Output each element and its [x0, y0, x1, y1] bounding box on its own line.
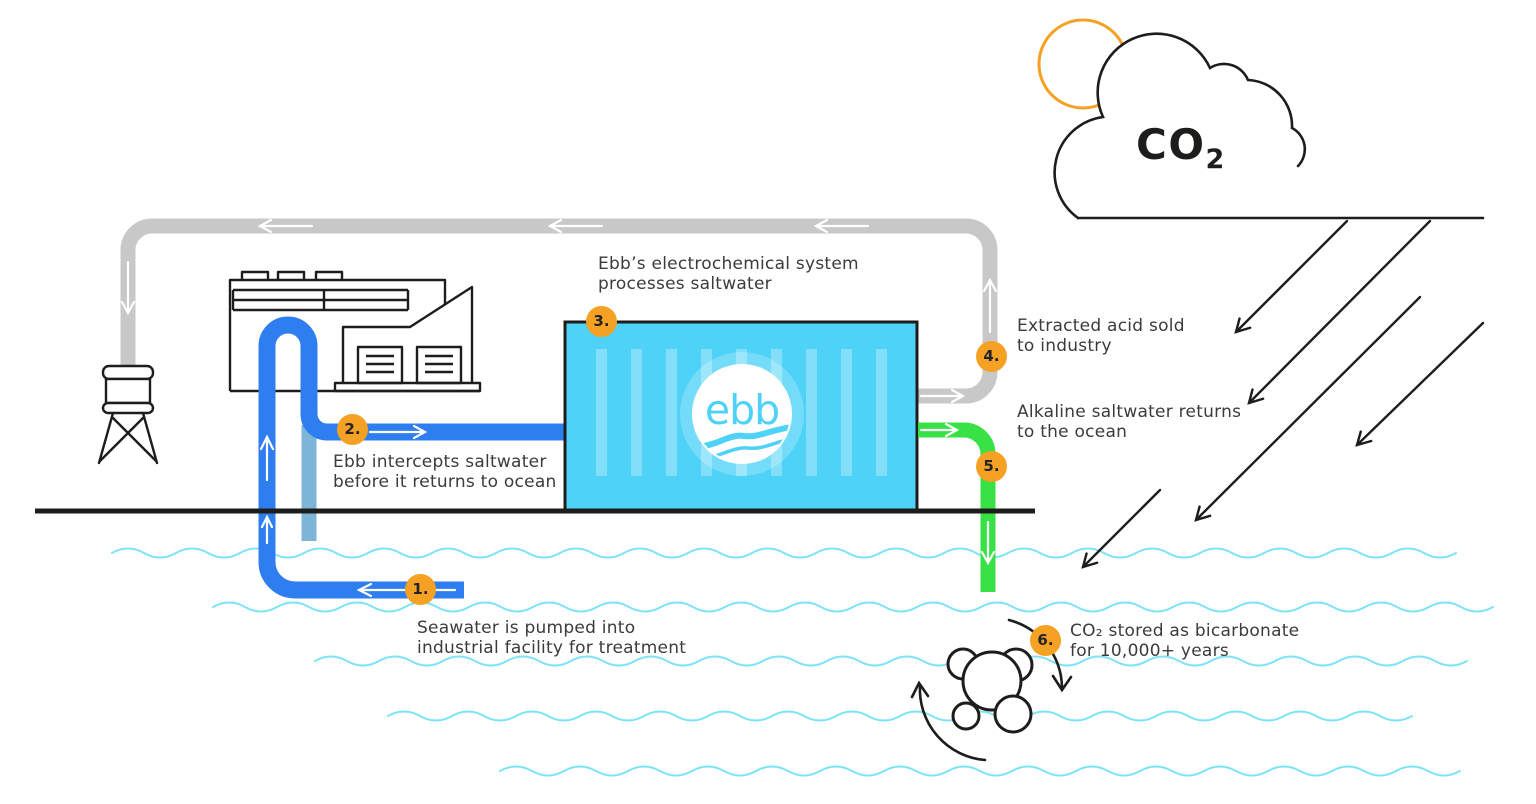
- bicarbonate-cycle-icon: [910, 618, 1073, 762]
- ebb-logo-circle: [692, 364, 792, 464]
- acid-pipe: [120, 218, 998, 404]
- co2-cloud-icon: [1053, 32, 1485, 220]
- step1-badge: 1.: [405, 574, 436, 605]
- step5-badge: 5.: [976, 451, 1007, 482]
- alkaline-pipe: [918, 422, 996, 592]
- acid-flow-arrows: [120, 218, 998, 404]
- bicarbonate-molecule-icon: [946, 647, 1034, 734]
- ocean-waves: [111, 547, 1494, 777]
- ebb-container: ebb: [563, 320, 919, 513]
- rain-arrows-icon: [1081, 219, 1485, 569]
- water-tower-icon: [97, 364, 159, 465]
- alkaline-flow-arrows: [919, 422, 996, 566]
- step6-badge: 6.: [1030, 625, 1061, 656]
- seawater-flow-arrows: [259, 424, 457, 598]
- co2-cloud-label: CO2: [1136, 120, 1225, 175]
- seawater-pipe: [258, 316, 567, 599]
- step4-badge: 4.: [976, 341, 1007, 372]
- step2-badge: 2.: [337, 414, 368, 445]
- step3-badge: 3.: [586, 306, 617, 337]
- ebb-logo-text: ebb: [705, 386, 779, 434]
